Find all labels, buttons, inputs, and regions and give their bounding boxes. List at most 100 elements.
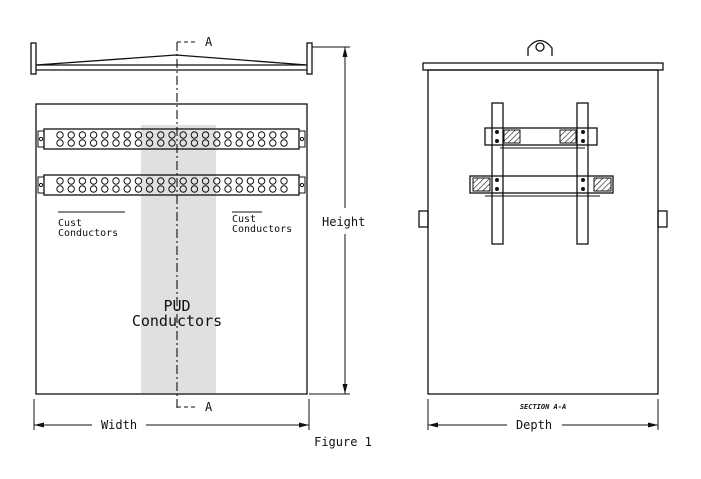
terminal-hole (213, 185, 221, 193)
terminal-hole (78, 131, 87, 139)
terminal-hole (280, 139, 288, 147)
cust-label-right-line2: Conductors (232, 224, 292, 235)
terminal-hole (179, 185, 187, 193)
terminal-bar-upper-holes (56, 131, 288, 147)
terminal-hole (168, 177, 176, 185)
terminal-hole (190, 131, 199, 139)
terminal-hole (280, 131, 288, 139)
terminal-hole (112, 177, 120, 185)
terminal-hole (112, 185, 120, 193)
cust-label-left-line2: Conductors (58, 228, 118, 239)
terminal-hole (213, 131, 221, 139)
terminal-hole (89, 177, 98, 185)
terminal-hole (134, 131, 143, 139)
terminal-hole (123, 139, 131, 147)
terminal-hole (269, 131, 277, 139)
terminal-hole (179, 177, 187, 185)
terminal-hole (67, 131, 75, 139)
terminal-hole (190, 139, 199, 147)
terminal-hole (134, 185, 143, 193)
terminal-hole (78, 139, 87, 147)
terminal-hole (145, 139, 154, 147)
terminal-hole (145, 177, 154, 185)
terminal-hole (56, 177, 64, 185)
terminal-hole (56, 131, 64, 139)
terminal-hole (101, 177, 109, 185)
terminal-hole (179, 131, 187, 139)
terminal-hole (168, 185, 176, 193)
terminal-hole (145, 131, 154, 139)
terminal-hole (201, 139, 210, 147)
terminal-hole (190, 177, 199, 185)
height-label: Height (322, 215, 365, 229)
terminal-bar-lower (37, 174, 306, 196)
terminal-hole (257, 131, 266, 139)
pud-label-line2: Conductors (132, 312, 222, 330)
terminal-hole (134, 139, 143, 147)
terminal-hole (123, 131, 131, 139)
terminal-hole (168, 139, 176, 147)
terminal-hole (101, 185, 109, 193)
width-label: Width (101, 418, 137, 432)
terminal-hole (134, 177, 143, 185)
terminal-hole (145, 185, 154, 193)
terminal-hole (112, 131, 120, 139)
terminal-hole (112, 139, 120, 147)
depth-dimension: Depth (427, 399, 659, 432)
terminal-hole (89, 131, 98, 139)
side-body (427, 69, 659, 395)
terminal-hole (280, 177, 288, 185)
terminal-hole (201, 131, 210, 139)
depth-label: Depth (516, 418, 552, 432)
terminal-hole (213, 177, 221, 185)
terminal-hole (235, 177, 243, 185)
terminal-hole (101, 139, 109, 147)
terminal-hole (224, 185, 232, 193)
terminal-hole (123, 177, 131, 185)
cust-label-right-line1: Cust (232, 214, 256, 225)
terminal-hole (246, 185, 255, 193)
terminal-hole (201, 185, 210, 193)
terminal-hole (78, 177, 87, 185)
terminal-hole (67, 139, 75, 147)
terminal-hole (190, 185, 199, 193)
front-view: A A Cust Conductors Cust Conductors PUD … (30, 35, 313, 414)
terminal-hole (179, 139, 187, 147)
terminal-hole (246, 139, 255, 147)
height-dimension: Height (309, 46, 365, 395)
terminal-hole (257, 177, 266, 185)
terminal-hole (89, 185, 98, 193)
front-lid (30, 42, 313, 75)
terminal-hole (280, 185, 288, 193)
terminal-hole (257, 185, 266, 193)
terminal-hole (224, 177, 232, 185)
terminal-hole (56, 139, 64, 147)
section-marker-bottom: A (205, 400, 213, 414)
terminal-hole (101, 131, 109, 139)
terminal-hole (224, 139, 232, 147)
terminal-hole (257, 139, 266, 147)
terminal-hole (235, 139, 243, 147)
terminal-hole (246, 177, 255, 185)
terminal-hole (213, 139, 221, 147)
width-dimension: Width (33, 399, 310, 432)
figure-caption: Figure 1 (314, 435, 372, 449)
terminal-hole (246, 131, 255, 139)
terminal-hole (123, 185, 131, 193)
cust-label-left-line1: Cust (58, 218, 82, 229)
side-view: SECTION A-A (418, 39, 668, 411)
terminal-hole (67, 185, 75, 193)
terminal-bar-lower-holes (56, 177, 288, 193)
terminal-hole (269, 177, 277, 185)
terminal-hole (157, 139, 165, 147)
section-cut-line: A A (176, 35, 213, 414)
terminal-bar-upper (37, 128, 306, 150)
terminal-hole (157, 131, 165, 139)
terminal-hole (89, 139, 98, 147)
terminal-hole (269, 185, 277, 193)
terminal-hole (235, 185, 243, 193)
pud-label-line1: PUD (163, 297, 190, 315)
front-body (35, 103, 308, 395)
terminal-hole (168, 131, 176, 139)
